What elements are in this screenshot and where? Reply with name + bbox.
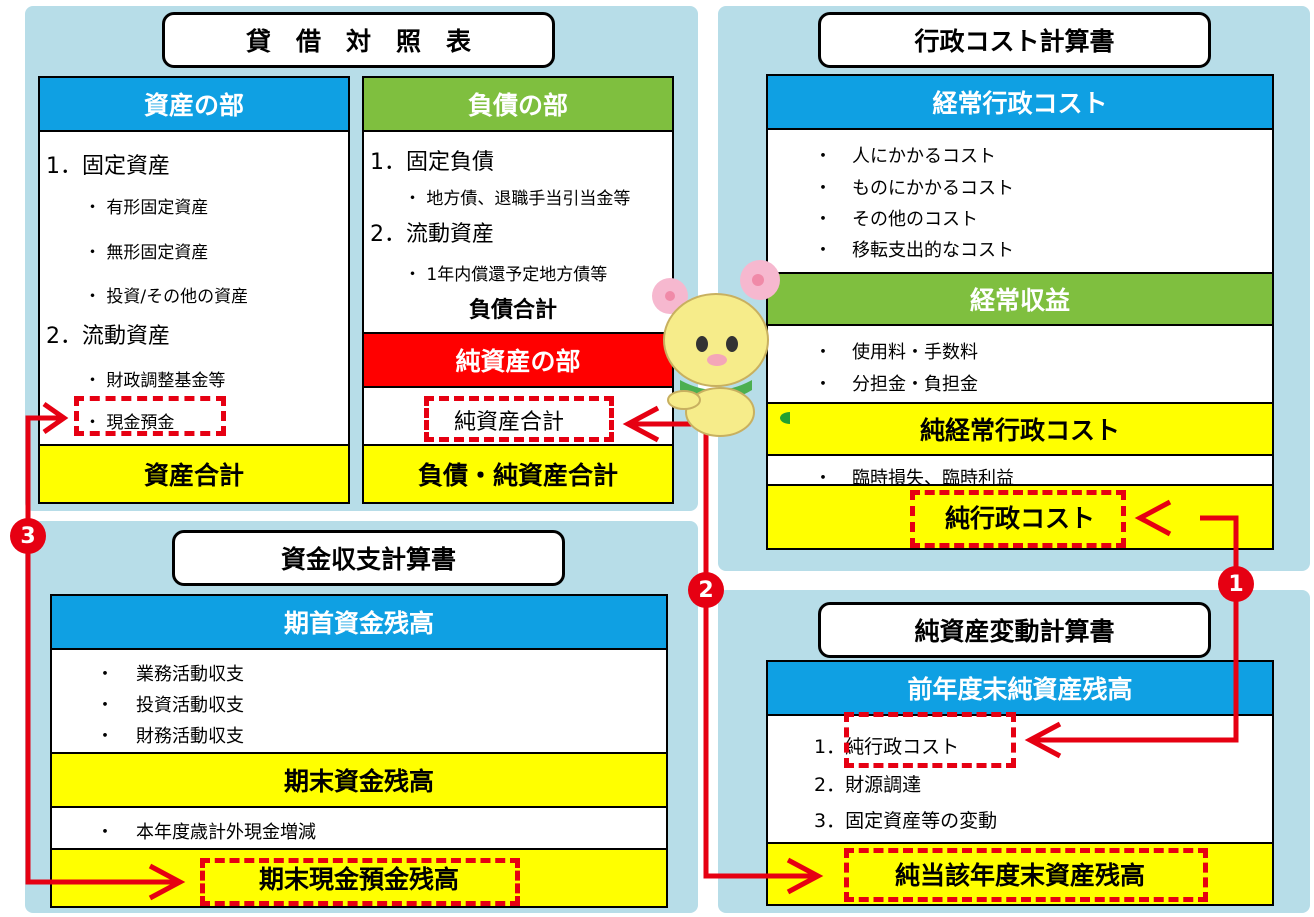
total-assets: 資産合計 — [40, 444, 348, 502]
net-admin-cost-item: 1．純行政コスト — [814, 736, 960, 758]
current-assets-label: 2．流動資産 — [46, 324, 170, 349]
total-liabilities-net-assets: 負債・純資産合計 — [364, 444, 672, 502]
investing-label: 投資活動収支 — [136, 695, 244, 716]
admin-cost-title: 行政コスト計算書 — [818, 12, 1211, 68]
bullet-9: ・ — [96, 695, 114, 716]
material-cost-label: ものにかかるコスト — [852, 178, 1014, 199]
bullet-1: ・ — [814, 146, 832, 167]
financing-label: 財務活動収支 — [136, 726, 244, 747]
bullet-5: ・ — [814, 342, 832, 363]
intangible-assets-label: ・ 無形固定資産 — [84, 243, 209, 263]
fixed-asset-change-item: 3．固定資産等の変動 — [814, 810, 998, 832]
recurring-cost-header: 経常行政コスト — [768, 76, 1272, 130]
bullet-7: ・ — [814, 468, 832, 489]
bullet-10: ・ — [96, 726, 114, 747]
balance-sheet-title: 貸 借 対 照 表 — [162, 12, 555, 68]
recurring-revenue-header: 経常収益 — [768, 272, 1272, 326]
marker-1: 1 — [1218, 566, 1254, 602]
other-cost-label: その他のコスト — [852, 209, 978, 230]
liabilities-section: 負債の部 1．固定負債 ・ 地方債、退職手当引当金等 2．流動資産 ・ 1年内償… — [362, 76, 674, 504]
transfer-cost-label: 移転支出的なコスト — [852, 240, 1014, 261]
assets-section: 資産の部 1．固定資産 ・ 有形固定資産 ・ 無形固定資産 ・ 投資/その他の資… — [38, 76, 350, 504]
bullet-8: ・ — [96, 664, 114, 685]
funding-item: 2．財源調達 — [814, 774, 922, 796]
bullet-3: ・ — [814, 209, 832, 230]
extraordinary-label: 臨時損失、臨時利益 — [852, 468, 1014, 489]
fees-label: 使用料・手数料 — [852, 342, 978, 363]
net-assets-header: 純資産の部 — [364, 332, 672, 388]
current-liabilities-label: 2．流動資産 — [370, 222, 494, 247]
opening-balance-header: 期首資金残高 — [52, 596, 666, 650]
fiscal-fund-label: ・ 財政調整基金等 — [84, 371, 226, 391]
fixed-liabilities-label: 1．固定負債 — [370, 150, 494, 175]
highlight-closing-net-assets — [844, 848, 1208, 902]
bullet-4: ・ — [814, 240, 832, 261]
marker-3: 3 — [10, 518, 46, 554]
highlight-net-admin-cost-item — [844, 712, 1016, 768]
contributions-label: 分担金・負担金 — [852, 374, 978, 395]
bullet-11: ・ — [96, 822, 114, 843]
tangible-assets-label: ・ 有形固定資産 — [84, 198, 209, 218]
highlight-cash-deposits — [74, 396, 226, 436]
assets-header: 資産の部 — [40, 78, 348, 132]
liabilities-header: 負債の部 — [364, 78, 672, 132]
marker-2: 2 — [688, 572, 724, 608]
highlight-closing-cash — [200, 858, 520, 906]
closing-balance: 期末資金残高 — [52, 752, 666, 808]
people-cost-label: 人にかかるコスト — [852, 146, 996, 167]
investment-assets-label: ・ 投資/その他の資産 — [84, 287, 249, 307]
short-bonds-label: ・ 1年内償還予定地方債等 — [404, 265, 608, 285]
net-assets-change-title: 純資産変動計算書 — [818, 602, 1211, 658]
mascot-illustration — [652, 260, 790, 437]
local-bonds-label: ・ 地方債、退職手当引当金等 — [404, 189, 631, 209]
admin-cost-section: 経常行政コスト ・ 人にかかるコスト ・ ものにかかるコスト ・ その他のコスト… — [766, 74, 1274, 550]
highlight-net-admin-cost — [910, 490, 1126, 548]
net-assets-total: 純資産合計 — [454, 410, 565, 435]
prior-net-assets-header: 前年度末純資産残高 — [768, 662, 1272, 716]
operating-label: 業務活動収支 — [136, 664, 244, 685]
fixed-assets-label: 1．固定資産 — [46, 154, 170, 179]
highlight-net-assets-total — [424, 396, 614, 442]
net-recurring-cost: 純経常行政コスト — [768, 402, 1272, 456]
bullet-6: ・ — [814, 374, 832, 395]
bullet-2: ・ — [814, 178, 832, 199]
off-budget-cash-label: 本年度歳計外現金増減 — [136, 822, 316, 843]
total-liabilities: 負債合計 — [469, 298, 558, 323]
cash-flow-title: 資金収支計算書 — [172, 530, 565, 586]
